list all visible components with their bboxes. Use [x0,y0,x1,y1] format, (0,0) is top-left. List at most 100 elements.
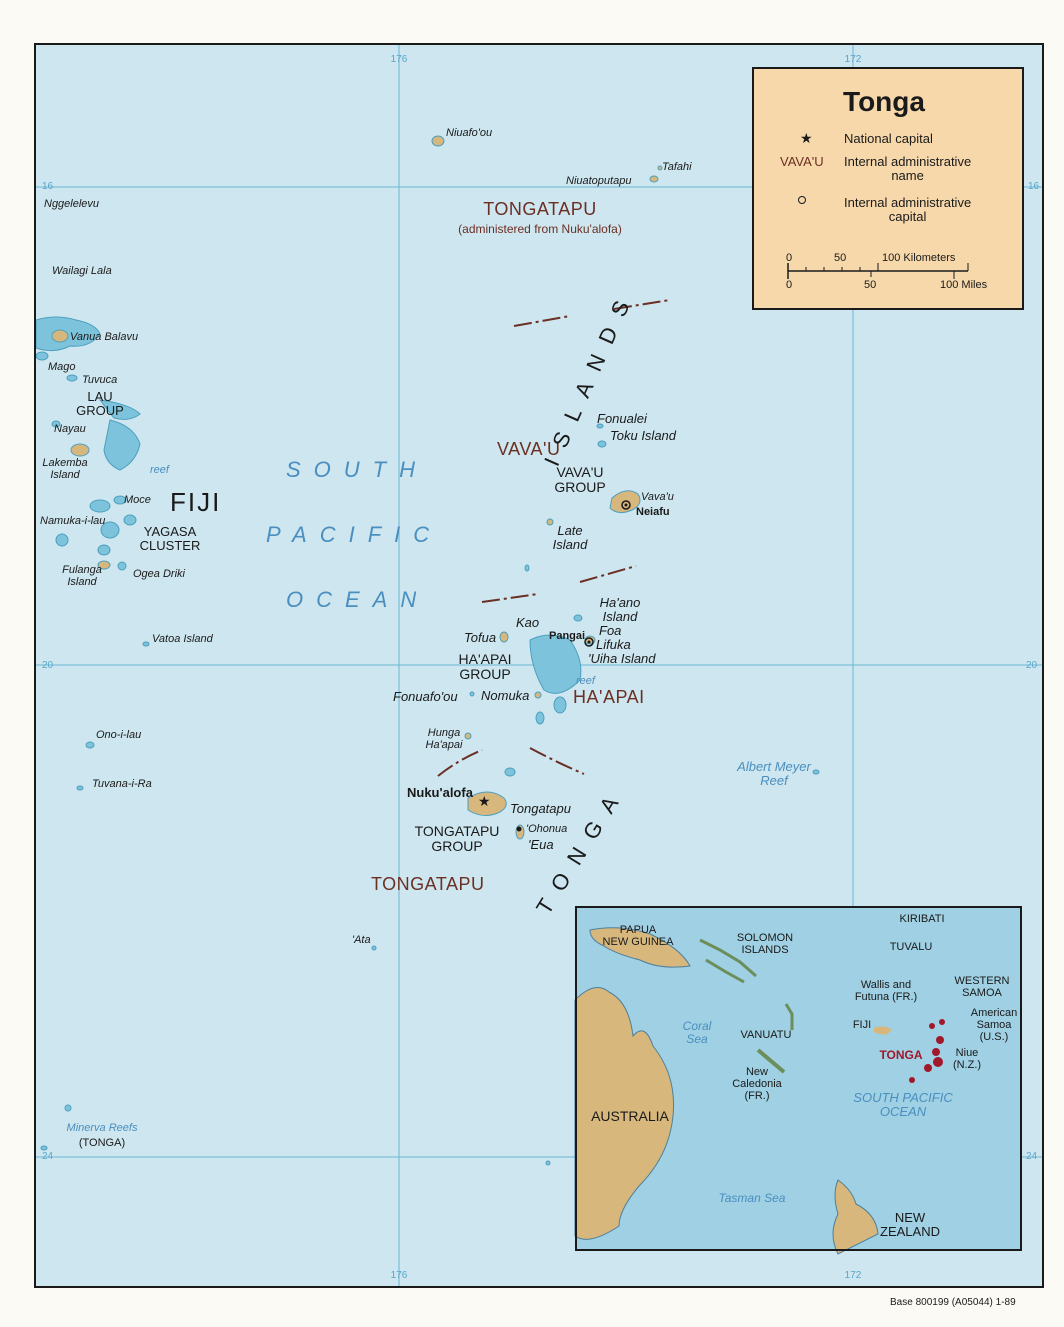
grid-label-right-20: 20 [1026,660,1038,671]
label-ogea-driki: Ogea Driki [133,568,185,580]
inset-label-south-pacific-ocean: SOUTH PACIFIC OCEAN [853,1090,953,1120]
svg-text:★: ★ [478,793,491,809]
grid-label-left-20: 20 [42,660,54,671]
inset-label-coral-sea: Coral Sea [682,1019,712,1047]
legend-panel: Tonga ★ National capital VAVA'U Internal… [752,67,1024,310]
label-kao: Kao [516,615,540,630]
label-tofua: Tofua [464,630,497,645]
scale-km-100: 100 Kilometers [882,252,956,264]
inset-label-tonga: TONGA [879,1048,923,1062]
legend-admin-sample: VAVA'U [780,154,824,169]
legend-admin-capital-label: Internal administrative capital [844,195,972,225]
label-albert-meyer-reef: Albert Meyer Reef [737,759,811,789]
label-lakemba-island: Lakemba Island [42,457,88,482]
inset-label-new-caledonia: New Caledonia (FR.) [732,1066,782,1103]
new-zealand-shape [832,1179,879,1255]
label-ohonua: 'Ohonua [526,823,568,835]
label-niuafoou: Niuafo'ou [446,127,493,139]
inset-label-papua-new-guinea: PAPUA NEW GUINEA [602,924,674,949]
label-ocean: OCEAN [286,587,430,612]
inset-label-kiribati: KIRIBATI [899,913,945,925]
label-pangai: Pangai [549,630,586,642]
inset-map-graphic [574,906,1022,1255]
label-lau-group: LAU GROUP [76,389,124,419]
grid-label-bottom-176: 176 [390,1270,408,1281]
grid-label-left-24: 24 [42,1151,54,1162]
label-tongatapu-group: TONGATAPU GROUP [414,823,500,855]
label-fiji: FIJI [170,487,222,517]
inset-label-new-zealand: NEW ZEALAND [880,1210,940,1240]
grid-label-right-16: 16 [1028,181,1040,192]
label-tongatapu-admin-south: TONGATAPU [371,874,485,894]
label-toku-island: Toku Island [610,428,677,443]
vanuatu-shape [784,1003,794,1030]
grid-label-right-24: 24 [1026,1151,1038,1162]
label-neiafu: Neiafu [636,506,670,518]
label-tafahi: Tafahi [662,161,692,173]
grid-label-left-16: 16 [42,181,54,192]
label-vavau-group: VAVA'U GROUP [554,464,606,496]
scale-km-50: 50 [834,252,847,264]
label-minerva-reefs: Minerva Reefs [66,1122,138,1134]
inset-label-western-samoa: WESTERN SAMOA [954,975,1010,1000]
label-hunga-haapai: Hunga Ha'apai [425,727,463,752]
label-niuatoputapu: Niuatoputapu [566,175,632,187]
label-minerva-tonga: (TONGA) [78,1137,126,1149]
australia-shape [574,987,675,1240]
label-ata: 'Ata [352,934,371,946]
label-nomuka: Nomuka [481,688,530,703]
map-credit: Base 800199 (A05044) 1-89 [890,1297,1016,1308]
inset-label-australia: AUSTRALIA [591,1108,669,1124]
inset-label-fiji: FIJI [852,1019,872,1031]
inset-label-tasman-sea: Tasman Sea [718,1191,786,1205]
tonga-inset-highlight [909,1019,945,1083]
label-fulanga-island: Fulanga Island [62,564,102,589]
label-reef-tonga: reef [576,675,595,687]
inset-map-frame [575,906,1022,1251]
fiji-islands [35,316,150,1151]
label-moce: Moce [124,494,151,506]
grid-label-top-172: 172 [844,54,862,65]
label-vanua-balavu: Vanua Balavu [70,331,139,343]
label-ono-i-lau: Ono-i-lau [96,729,142,741]
label-namuka-i-lau: Namuka-i-lau [40,515,106,527]
admin-capital-icon [798,196,806,204]
label-pacific: PACIFIC [266,522,443,547]
label-tuvana-i-ra: Tuvana-i-Ra [92,778,152,790]
label-mago: Mago [48,361,76,373]
label-wailagi-lala: Wailagi Lala [52,265,112,277]
grid-label-top-176: 176 [390,54,408,65]
label-admin-note: (administered from Nuku'alofa) [458,222,622,236]
label-nayau: Nayau [54,423,86,435]
label-vatoa-island: Vatoa Island [152,633,213,645]
tonga-islands [371,135,820,1166]
inset-label-wallis-futuna: Wallis and Futuna (FR.) [854,979,918,1004]
label-late-island: Late Island [552,523,588,553]
inset-label-solomon-islands: SOLOMON ISLANDS [736,932,794,957]
label-nggelelevu: Nggelelevu [44,198,100,210]
label-lifuka: Lifuka [596,637,631,652]
star-icon: ★ [800,130,813,146]
label-nukualofa: Nuku'alofa [407,785,473,800]
label-south: SOUTH [286,457,428,482]
label-eua: 'Eua [528,837,554,852]
label-tongatapu-island: Tongatapu [510,801,571,816]
legend-title: Tonga [843,86,925,117]
new-caledonia-shape [756,1048,786,1074]
label-fonualei: Fonualei [597,411,647,426]
inset-label-niue: Niue (N.Z.) [952,1047,982,1072]
label-uiha-island: 'Uiha Island [588,651,656,666]
label-haano-island: Ha'ano Island [599,595,641,625]
label-fonuafoou: Fonuafo'ou [393,689,458,704]
inset-label-vanuatu: VANUATU [740,1029,792,1041]
scale-mi-0: 0 [786,279,793,291]
legend-capital-label: National capital [844,131,933,146]
scale-mi-100: 100 Miles [940,279,988,291]
solomon-shape [699,938,757,984]
fiji-inset-shape [874,1026,892,1035]
label-vavau: Vava'u [641,491,674,503]
label-haapai-group: HA'APAI GROUP [458,651,512,683]
map-symbols: ★ [478,500,631,832]
legend-admin-label: Internal administrative name [844,154,972,184]
grid-label-bottom-172: 172 [844,1270,862,1281]
